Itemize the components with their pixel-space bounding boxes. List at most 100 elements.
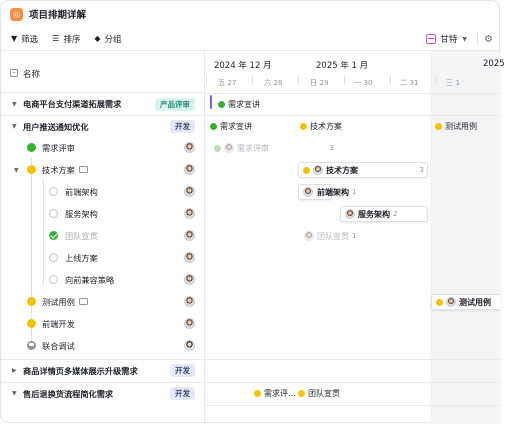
- status-todo-icon[interactable]: [49, 253, 58, 262]
- row-title: 测试用例: [42, 297, 75, 307]
- list-item[interactable]: 测试用例: [1, 291, 205, 313]
- row-title: 服务架构: [65, 209, 98, 219]
- group-button[interactable]: ◆ 分组: [90, 30, 125, 48]
- group-divider: [206, 382, 501, 383]
- gear-icon[interactable]: ⚙: [484, 33, 493, 45]
- status-todo-icon[interactable]: [49, 209, 58, 218]
- header-divider: [206, 93, 501, 94]
- gantt-bar[interactable]: 团队宣贯: [294, 385, 340, 401]
- avatar[interactable]: [184, 186, 195, 197]
- status-in-progress-icon[interactable]: [27, 319, 36, 328]
- tag-icon: ◆: [94, 34, 101, 43]
- status-done-icon[interactable]: [27, 143, 36, 152]
- collapse-all-icon[interactable]: –: [10, 69, 18, 77]
- list-item[interactable]: 前端架构: [1, 181, 205, 203]
- status-badge: 开发: [170, 120, 195, 133]
- month-label: 2025 年 1 月: [316, 61, 369, 71]
- view-switcher[interactable]: 甘特 ▼: [422, 30, 471, 48]
- avatar[interactable]: [184, 208, 195, 219]
- list-item[interactable]: 联合调试: [1, 335, 205, 357]
- row-title: 需求评审: [42, 143, 75, 153]
- list-item[interactable]: 团队宣贯: [1, 225, 205, 247]
- chevron-down-icon[interactable]: ▼: [12, 390, 17, 397]
- gantt-bar[interactable]: 技术方案: [298, 184, 332, 200]
- list-item[interactable]: 上线方案: [1, 247, 205, 269]
- status-todo-icon[interactable]: [49, 275, 58, 284]
- avatar[interactable]: [184, 274, 195, 285]
- avatar[interactable]: [184, 318, 195, 329]
- today-marker: [210, 95, 212, 109]
- row-title: 用户推送通知优化: [23, 121, 89, 132]
- gantt-bar[interactable]: 服务架构 2: [340, 206, 428, 222]
- weekend-shade: [430, 51, 501, 424]
- list-item[interactable]: 向前兼容策略: [1, 269, 205, 291]
- gantt-bar[interactable]: 技术方案 3: [298, 162, 428, 178]
- row-title: 前端开发: [42, 319, 75, 329]
- subtask-count: 1: [352, 188, 357, 196]
- list-item[interactable]: ▼ 技术方案: [1, 159, 205, 181]
- list-item[interactable]: 服务架构: [1, 203, 205, 225]
- gantt-bar[interactable]: 需求评审 3: [210, 140, 338, 156]
- avatar[interactable]: [184, 142, 195, 153]
- row-title: 团队宣贯: [65, 231, 98, 241]
- checkmark-icon[interactable]: [49, 231, 58, 240]
- avatar[interactable]: [184, 164, 195, 175]
- list-item[interactable]: 前端开发: [1, 313, 205, 335]
- gantt-bar[interactable]: 需求宣讲: [214, 96, 260, 112]
- avatar: [313, 165, 323, 175]
- avatar: [303, 187, 313, 197]
- avatar[interactable]: [184, 296, 195, 307]
- app-icon: ◎: [10, 7, 23, 21]
- avatar[interactable]: [184, 340, 195, 351]
- gantt-bar[interactable]: 需求评...: [250, 385, 296, 401]
- chevron-down-icon[interactable]: ▼: [12, 100, 17, 108]
- group-label: 分组: [104, 34, 122, 45]
- subtask-count: 2: [393, 210, 398, 218]
- sort-button[interactable]: ☰ 排序: [48, 30, 84, 48]
- page-title: 项目排期详解: [29, 10, 87, 21]
- gantt-bar[interactable]: 测试用例: [431, 294, 501, 310]
- gantt-bar[interactable]: 测试用例: [431, 118, 477, 134]
- status-in-progress-icon[interactable]: [27, 165, 36, 174]
- chevron-right-icon[interactable]: ▶: [12, 367, 17, 374]
- comment-icon[interactable]: [79, 166, 88, 173]
- avatar: [224, 143, 234, 153]
- chevron-down-icon[interactable]: ▼: [14, 166, 19, 174]
- status-blocked-icon[interactable]: [27, 341, 36, 350]
- avatar[interactable]: [184, 252, 195, 263]
- bar-label: 需求宣讲: [220, 121, 252, 131]
- bar-label: 测试用例: [445, 121, 477, 131]
- row-title: 向前兼容策略: [65, 275, 115, 285]
- name-column-label: 名称: [23, 70, 41, 80]
- filter-button[interactable]: ▼ 筛选: [7, 30, 42, 48]
- status-todo-icon[interactable]: [49, 187, 58, 196]
- toolbar: ▼ 筛选 ☰ 排序 ◆ 分组 甘特 ▼ ⚙: [1, 27, 501, 51]
- bar-label: 前端架构: [317, 187, 349, 197]
- day-label: 日 29: [310, 78, 329, 87]
- avatar[interactable]: [184, 230, 195, 241]
- filter-icon: ▼: [11, 34, 18, 43]
- bar-label: 技术方案: [326, 165, 358, 175]
- list-item[interactable]: 需求评审: [1, 137, 205, 159]
- list-item[interactable]: ▼ 售后退换货流程简化需求 开发: [1, 382, 205, 404]
- toolbar-divider: [477, 33, 479, 45]
- gantt-bar[interactable]: 技术方案: [296, 118, 342, 134]
- comment-icon[interactable]: [79, 298, 88, 305]
- list-item[interactable]: ▶ 商品详情页多媒体展示升级需求 开发: [1, 359, 205, 381]
- list-item[interactable]: ▼ 用户推送通知优化 开发: [1, 115, 205, 137]
- list-item[interactable]: ▼ 电商平台支付渠道拓展需求 产品评审: [1, 93, 205, 115]
- status-dot: [436, 298, 443, 306]
- sort-icon: ☰: [52, 34, 60, 43]
- chevron-down-icon[interactable]: ▼: [12, 123, 17, 130]
- day-label: 二 31: [400, 78, 419, 87]
- status-dot: [210, 122, 217, 130]
- gantt-bar[interactable]: 需求宣讲: [206, 118, 252, 134]
- bar-label: 技术方案: [310, 121, 342, 131]
- day-label: 三 1: [446, 78, 461, 87]
- name-column-header: – 名称: [1, 51, 205, 93]
- gantt-bar[interactable]: 团队宣贯 1: [300, 228, 356, 244]
- gantt-bar-label[interactable]: 前端架构 1: [307, 184, 356, 200]
- title-bar: ◎ 项目排期详解: [1, 1, 501, 27]
- status-in-progress-icon[interactable]: [27, 297, 36, 306]
